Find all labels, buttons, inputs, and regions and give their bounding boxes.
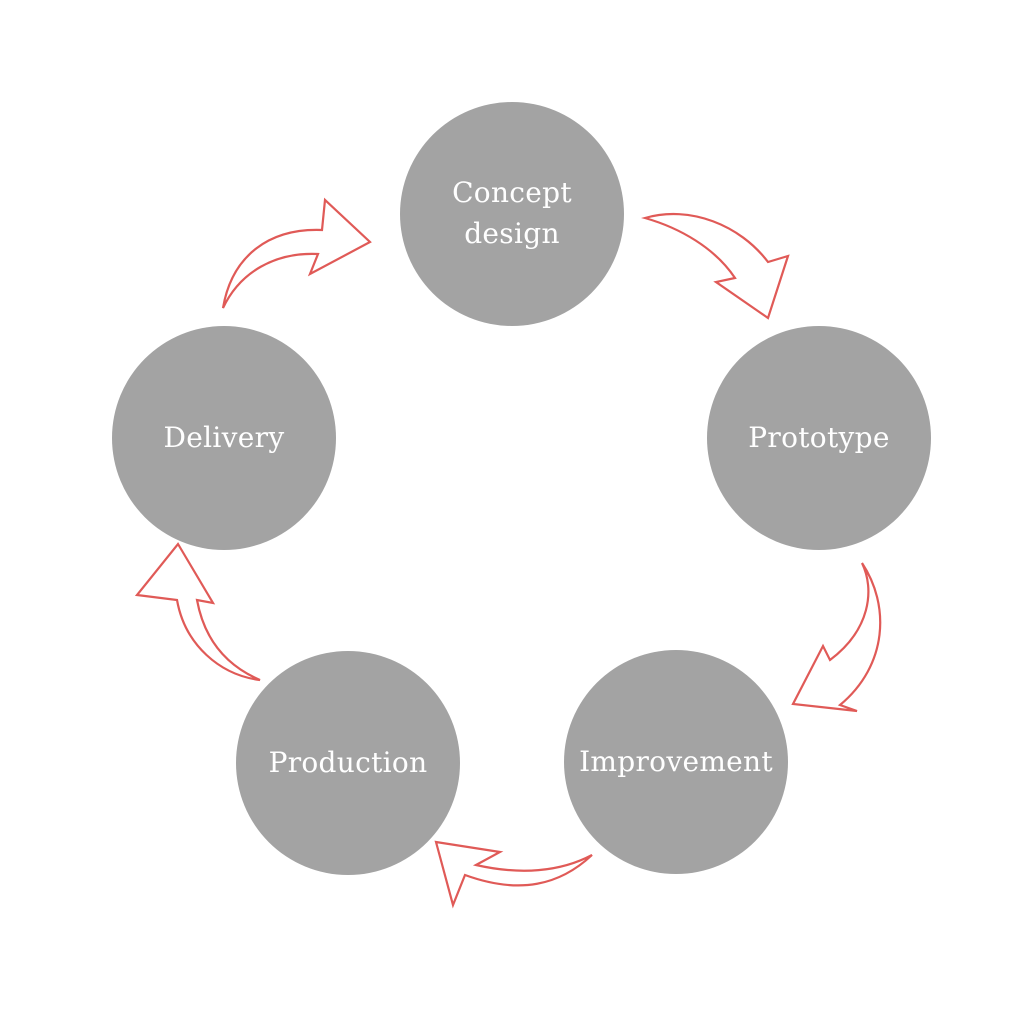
node-prototype: Prototype bbox=[707, 326, 931, 550]
arrow-improvement-to-production bbox=[434, 840, 593, 909]
node-label-line: Concept bbox=[452, 176, 572, 210]
node-label-line: design bbox=[464, 217, 560, 250]
node-label-line: Prototype bbox=[748, 420, 890, 454]
node-label: Production bbox=[269, 743, 428, 784]
node-label: Improvement bbox=[579, 742, 773, 783]
node-label-line: Production bbox=[268, 745, 428, 779]
node-label: Prototype bbox=[748, 418, 889, 459]
node-label-line: Delivery bbox=[163, 420, 285, 454]
node-label: Concept design bbox=[452, 173, 572, 254]
arrow-production-to-delivery bbox=[134, 542, 261, 682]
node-delivery: Delivery bbox=[112, 326, 336, 550]
node-improvement: Improvement bbox=[564, 650, 788, 874]
node-concept-design: Concept design bbox=[400, 102, 624, 326]
arrow-concept-to-prototype bbox=[641, 212, 790, 320]
arrow-prototype-to-improvement bbox=[791, 562, 882, 713]
node-label-line: Improvement bbox=[579, 744, 773, 778]
node-production: Production bbox=[236, 651, 460, 875]
arrow-delivery-to-concept bbox=[221, 197, 372, 309]
node-label: Delivery bbox=[164, 418, 285, 459]
